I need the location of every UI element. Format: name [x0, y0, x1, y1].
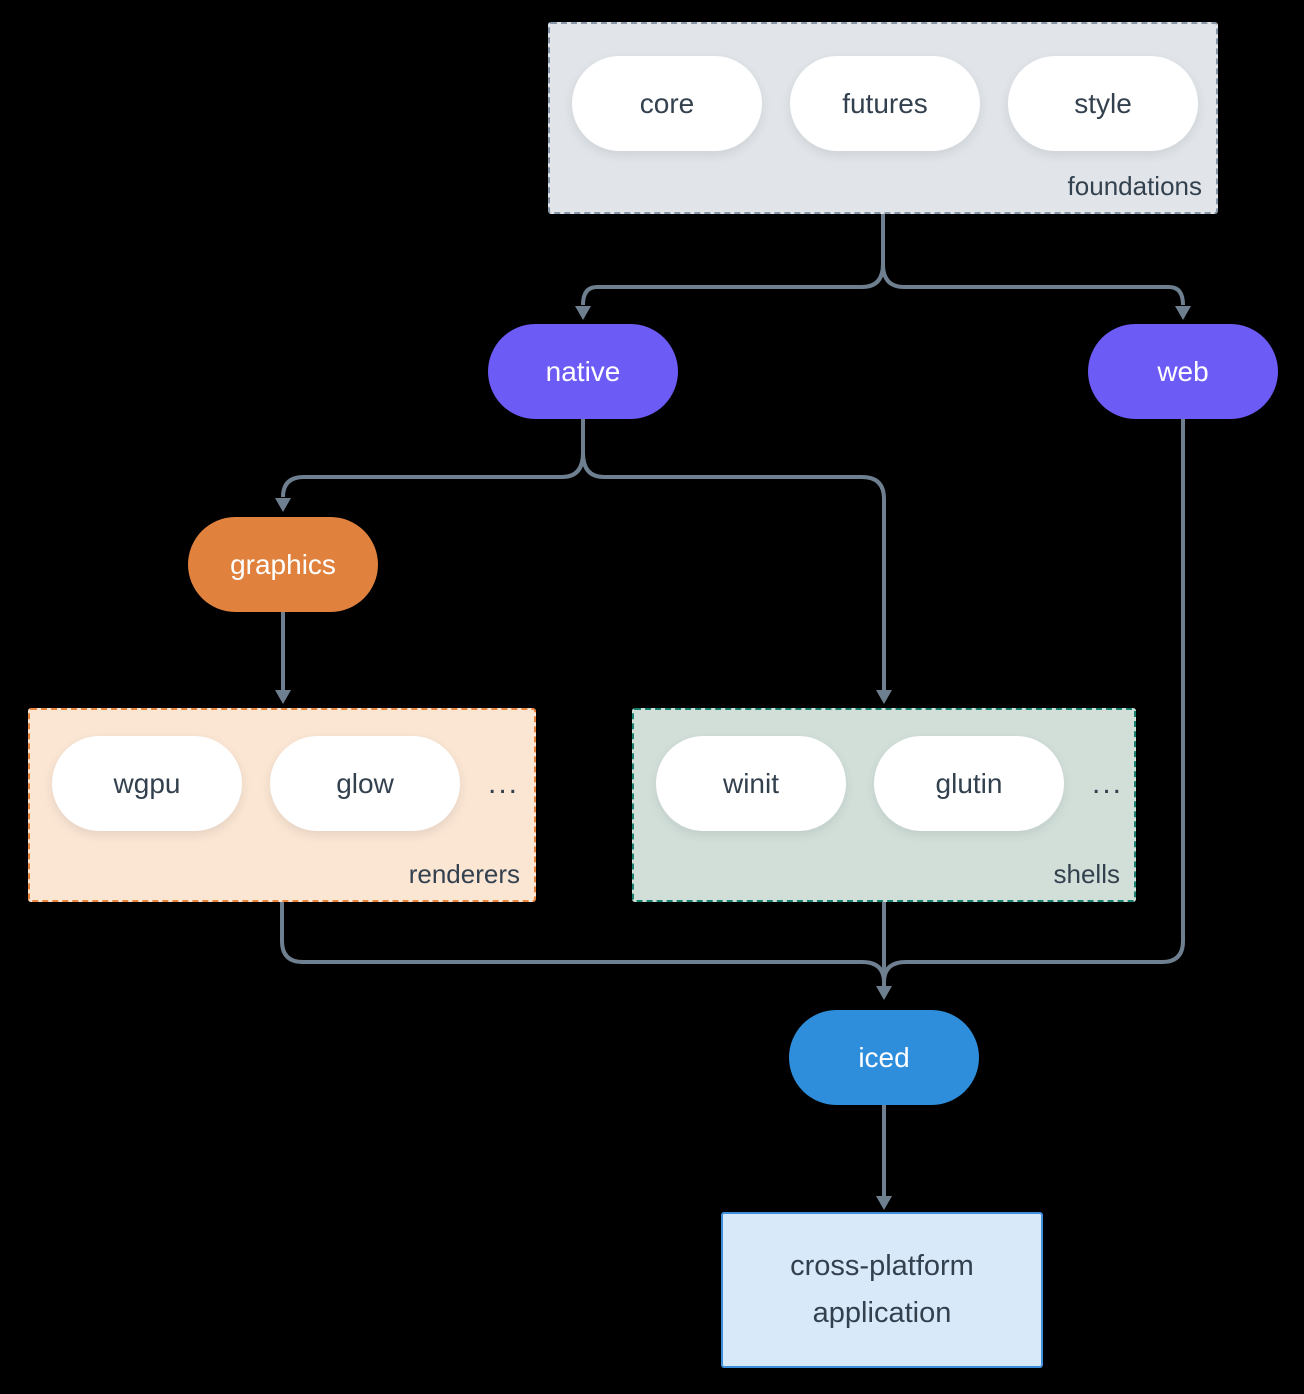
pill-core-label: core — [639, 87, 695, 119]
arrowhead-renderers-icon — [275, 690, 291, 704]
foundations-group: core futures style foundations — [548, 22, 1218, 214]
pill-core: core — [572, 56, 762, 151]
pill-glutin: glutin — [874, 736, 1064, 831]
shells-ellipsis: ... — [1092, 766, 1124, 800]
pill-futures: futures — [790, 56, 980, 151]
connector-renderers-merge — [280, 902, 886, 983]
connector-fork-right-web — [881, 263, 1185, 306]
arrowhead-native-icon — [575, 306, 591, 320]
pill-style: style — [1008, 56, 1198, 151]
connector-fork-right-shells — [581, 452, 886, 690]
application-label-line2: application — [812, 1297, 952, 1329]
node-graphics-label: graphics — [230, 548, 336, 580]
pill-glutin-label: glutin — [935, 767, 1003, 799]
arrowhead-application-icon — [876, 1196, 892, 1210]
pill-glow: glow — [270, 736, 460, 831]
node-web-label: web — [1157, 355, 1209, 387]
application-box: cross-platform application — [721, 1212, 1043, 1368]
application-label-line1: cross-platform — [790, 1250, 974, 1282]
pill-wgpu-label: wgpu — [113, 767, 181, 799]
pill-futures-label: futures — [842, 87, 928, 119]
renderers-group-label: renderers — [408, 859, 520, 889]
foundations-group-label: foundations — [1067, 171, 1202, 201]
node-iced: iced — [789, 1010, 979, 1105]
pill-winit-label: winit — [722, 767, 779, 799]
pill-glow-label: glow — [336, 767, 394, 799]
node-iced-label: iced — [858, 1041, 910, 1073]
arrowhead-web-icon — [1175, 306, 1191, 320]
shells-group-label: shells — [1053, 859, 1120, 889]
connector-fork-left-native — [581, 263, 885, 306]
shells-pill-row: winit glutin ... — [656, 736, 1134, 831]
renderers-ellipsis: ... — [488, 766, 520, 800]
renderers-group: wgpu glow ... renderers — [28, 708, 536, 902]
renderers-pill-row: wgpu glow ... — [52, 736, 534, 831]
connector-fork-left-graphics — [281, 452, 585, 498]
foundations-pill-row: core futures style — [572, 56, 1216, 151]
pill-wgpu: wgpu — [52, 736, 242, 831]
node-graphics: graphics — [188, 517, 378, 612]
pill-style-label: style — [1074, 87, 1132, 119]
node-native: native — [488, 324, 678, 419]
arrowhead-iced-icon — [876, 986, 892, 1000]
node-native-label: native — [545, 355, 621, 387]
shells-group: winit glutin ... shells — [632, 708, 1136, 902]
arrowhead-graphics-icon — [275, 498, 291, 512]
pill-winit: winit — [656, 736, 846, 831]
node-web: web — [1088, 324, 1278, 419]
arrowhead-shells-icon — [876, 690, 892, 704]
